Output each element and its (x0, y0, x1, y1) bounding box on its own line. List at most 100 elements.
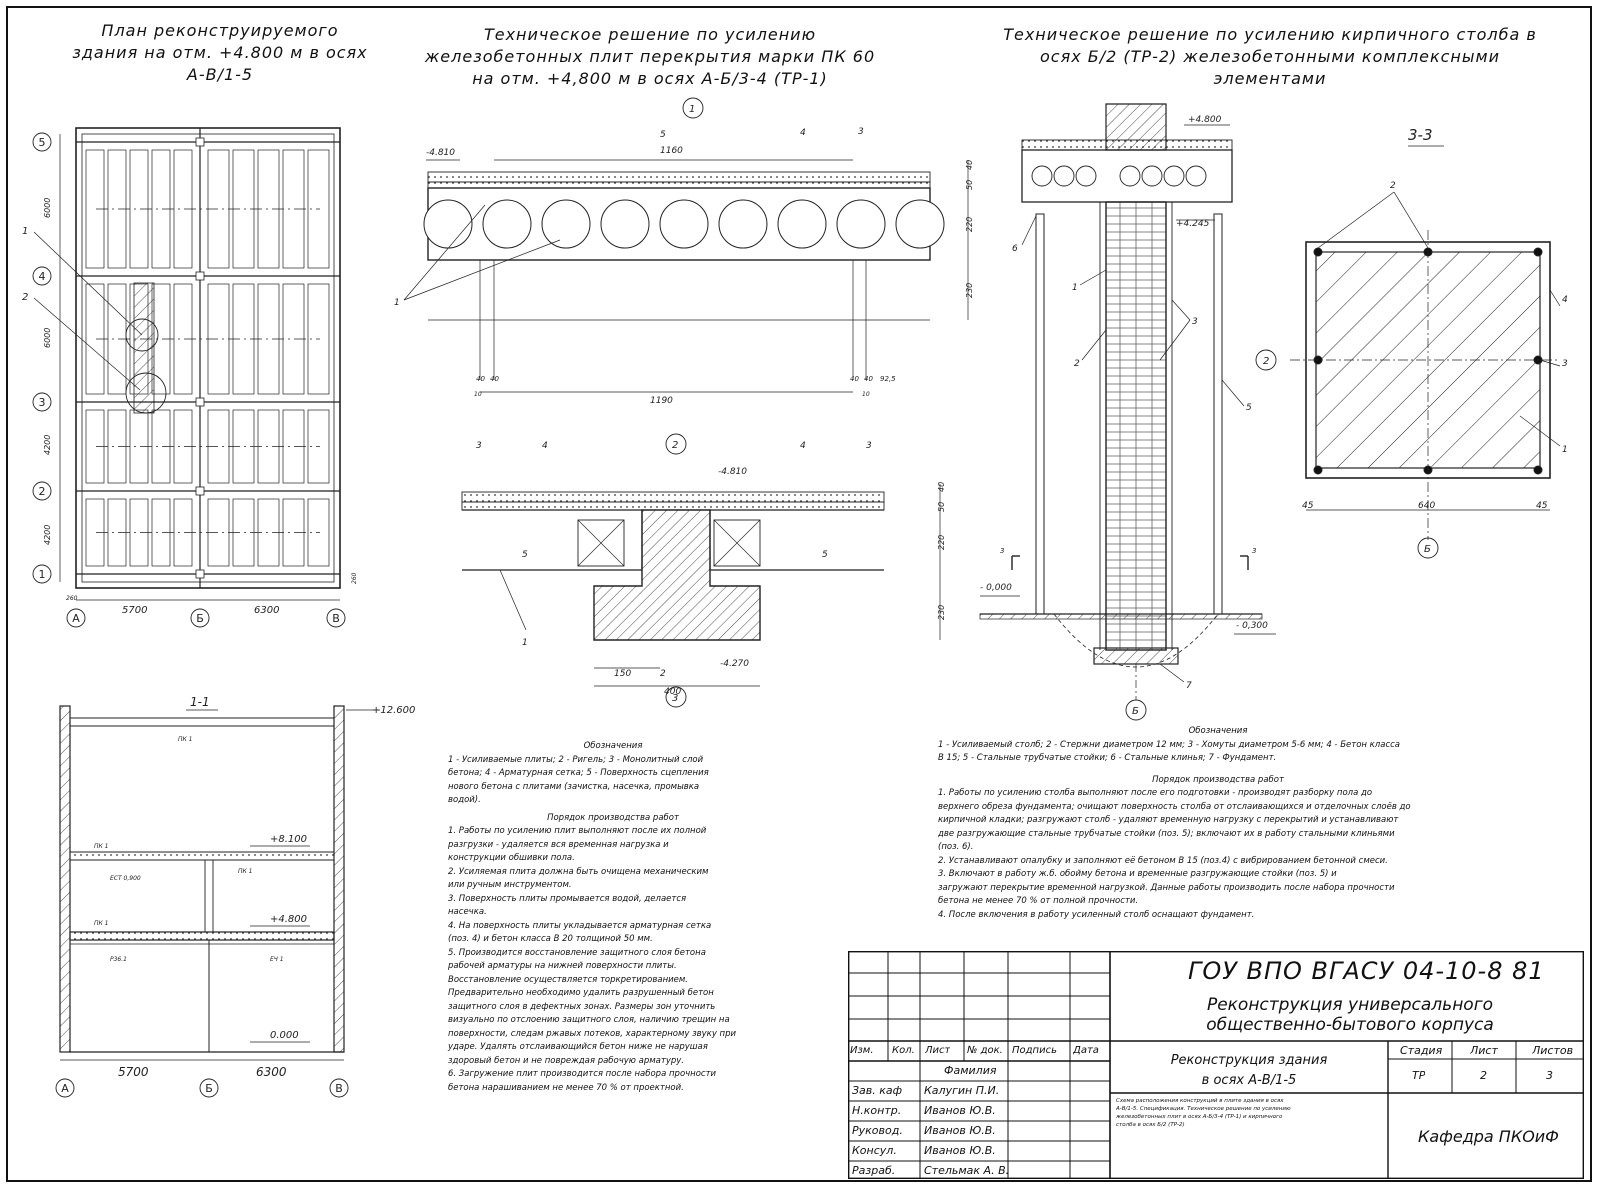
crossbar-beam (593, 509, 761, 641)
section-mark: ПК 1 (94, 920, 109, 927)
sheet-number: 2 (1480, 1069, 1487, 1082)
slab-leader-1 (403, 204, 486, 301)
slab-void (718, 199, 768, 249)
foundation (1093, 647, 1179, 665)
slab-title-line: на отм. +4,800 м в осях А-Б/3-4 (ТР-1) (472, 69, 828, 88)
plan-title-line: А-В/1-5 (186, 65, 254, 84)
plan-leader-label-2: 2 (22, 292, 28, 303)
note-line: В 15; 5 - Стальные трубчатые стойки; 6 -… (938, 753, 1277, 763)
rebar (1313, 465, 1323, 475)
node2-dim: 400 (664, 687, 681, 697)
slab-node-2-labels: 2 3 -4.810 -4.270 3 4 4 3 5 5 1 2 150 40… (476, 440, 946, 704)
plan-leader-label-1: 1 (22, 226, 28, 237)
section-level: +8.100 (270, 834, 307, 845)
plan-slabs (85, 149, 330, 567)
person-name: Иванов Ю.В. (924, 1124, 996, 1137)
note-line: 1. Работы по усилению плит выполняют пос… (448, 826, 707, 836)
plan-row-dim: 6000 (43, 328, 52, 348)
department: Кафедра ПКОиФ (1418, 1127, 1559, 1146)
person-name: Стельмак А. В. (924, 1164, 1010, 1177)
note-line: 3. Включают в работу ж.б. обойму бетона … (938, 869, 1337, 879)
plan-col-axis (190, 608, 210, 628)
plan-slab (307, 498, 330, 567)
node2-leader-label: 4 (542, 441, 548, 451)
floor-slab-3 (69, 851, 335, 861)
section-wall-left (59, 705, 71, 1053)
plan-slab (307, 409, 330, 484)
note-line: здоровый бетон и не повреждая рабочую ар… (448, 1055, 684, 1066)
column-level-bottom: - 0,300 (1236, 621, 1268, 631)
node2-layer-dim: 50 (937, 502, 946, 512)
section-axis-label: Б (205, 1082, 213, 1095)
column-slab-void (1053, 165, 1075, 187)
floor-plan (33, 127, 341, 601)
note-line: две разгружающие стальные трубчатые стой… (938, 828, 1395, 839)
section-1-1-labels: +12.600 +8.100 +4.800 0.000 5700 6300 ПК… (94, 705, 415, 1079)
plan-column (195, 397, 205, 407)
rebar (1533, 247, 1543, 257)
col-head: Лист (925, 1045, 951, 1056)
slab-node-1 (403, 97, 969, 393)
notes-order: 1. Работы по усилению столба выполняют п… (938, 787, 1498, 922)
notes-legend: 1 - Усиливаемый столб; 2 - Стержни диаме… (938, 739, 1498, 766)
column-title-line: Техническое решение по усилению кирпично… (1003, 25, 1537, 44)
node-3-marker (665, 686, 687, 708)
note-line: 6. Загружение плит производится после на… (448, 1069, 717, 1079)
sheet-title-line: Реконструкция здания (1170, 1053, 1328, 1068)
plan-row-axis (32, 564, 52, 584)
section-span: 5700 (118, 1065, 149, 1079)
slab-layer-dim: 220 (965, 217, 974, 232)
slab-void (659, 199, 709, 249)
plan-row-axis-label: 2 (39, 485, 46, 498)
plan-leader-2 (33, 297, 141, 391)
drawing-frame (6, 6, 1592, 1182)
node2-void-box (577, 519, 625, 567)
column-axis-marker (1125, 699, 1147, 721)
section-leader-label: 1 (1562, 445, 1568, 455)
column-leader-label: 5 (1246, 403, 1252, 413)
plan-row-axis (32, 266, 52, 286)
plan-title: План реконструируемого здания на отм. +4… (60, 20, 380, 86)
slab-title: Техническое решение по усилению железобе… (420, 24, 880, 90)
node2-leader-label: 3 (866, 441, 872, 451)
node2-monolithic-layer (461, 491, 885, 503)
plan-span-label: 6300 (254, 605, 279, 616)
rebar (1313, 247, 1323, 257)
col-head: Дата (1073, 1045, 1099, 1056)
sheet-desc-line: столба в осях Б/2 (ТР-2) (1116, 1122, 1185, 1128)
role: Консул. (852, 1144, 897, 1157)
note-line: визуально по отслоению защитного слоя, н… (448, 1015, 730, 1025)
node-2-marker (665, 433, 687, 455)
note-line: бетона нарашиванием не менее 70 % от про… (448, 1082, 684, 1093)
roof-slab (69, 717, 335, 727)
col-head: № док. (967, 1045, 1003, 1056)
slab-small-dim: 40 (864, 375, 873, 383)
project-line: общественно-бытового корпуса (1206, 1015, 1494, 1035)
plan-row-axis-label: 1 (39, 568, 46, 581)
slab-small-dim: 40 (476, 375, 485, 383)
column-floor-hatch (979, 613, 1263, 620)
note-line: Предварительно необходимо удалить разруш… (448, 988, 714, 998)
sheet-desc-line: Схема расположения конструкций в плите з… (1116, 1098, 1284, 1104)
cut-mark: 3 (1000, 547, 1004, 555)
node2-leader-label: 5 (522, 550, 528, 560)
plan-title-line: План реконструируемого (101, 21, 339, 40)
note-line: или ручным инструментом. (448, 880, 572, 890)
section-axis (199, 1078, 219, 1098)
stage-value: ТР (1412, 1069, 1426, 1082)
slab-node-1-labels: 1 1160 1190 -4.810 5 4 3 1 40 50 220 230… (394, 104, 974, 406)
cut-mark: 3 (1252, 547, 1256, 555)
column-elevation (979, 103, 1276, 721)
plan-col-axis-label: Б (196, 612, 204, 625)
note-line: 1 - Усиливаемые плиты; 2 - Ригель; 3 - М… (448, 754, 704, 765)
note-line: 4. После включения в работу усиленный ст… (938, 909, 1255, 920)
slab-leader-label: 3 (858, 127, 864, 137)
role: Зав. каф (852, 1084, 903, 1097)
plan-row-axis-label: 5 (39, 136, 46, 149)
note-line: конструкции обшивки пола. (448, 853, 575, 863)
plan-inner-outline (81, 133, 335, 583)
section-wall-right (333, 705, 345, 1053)
column-title: Техническое решение по усилению кирпично… (1000, 24, 1540, 90)
col-head: Подпись (1012, 1045, 1057, 1056)
slab-void (423, 199, 473, 249)
